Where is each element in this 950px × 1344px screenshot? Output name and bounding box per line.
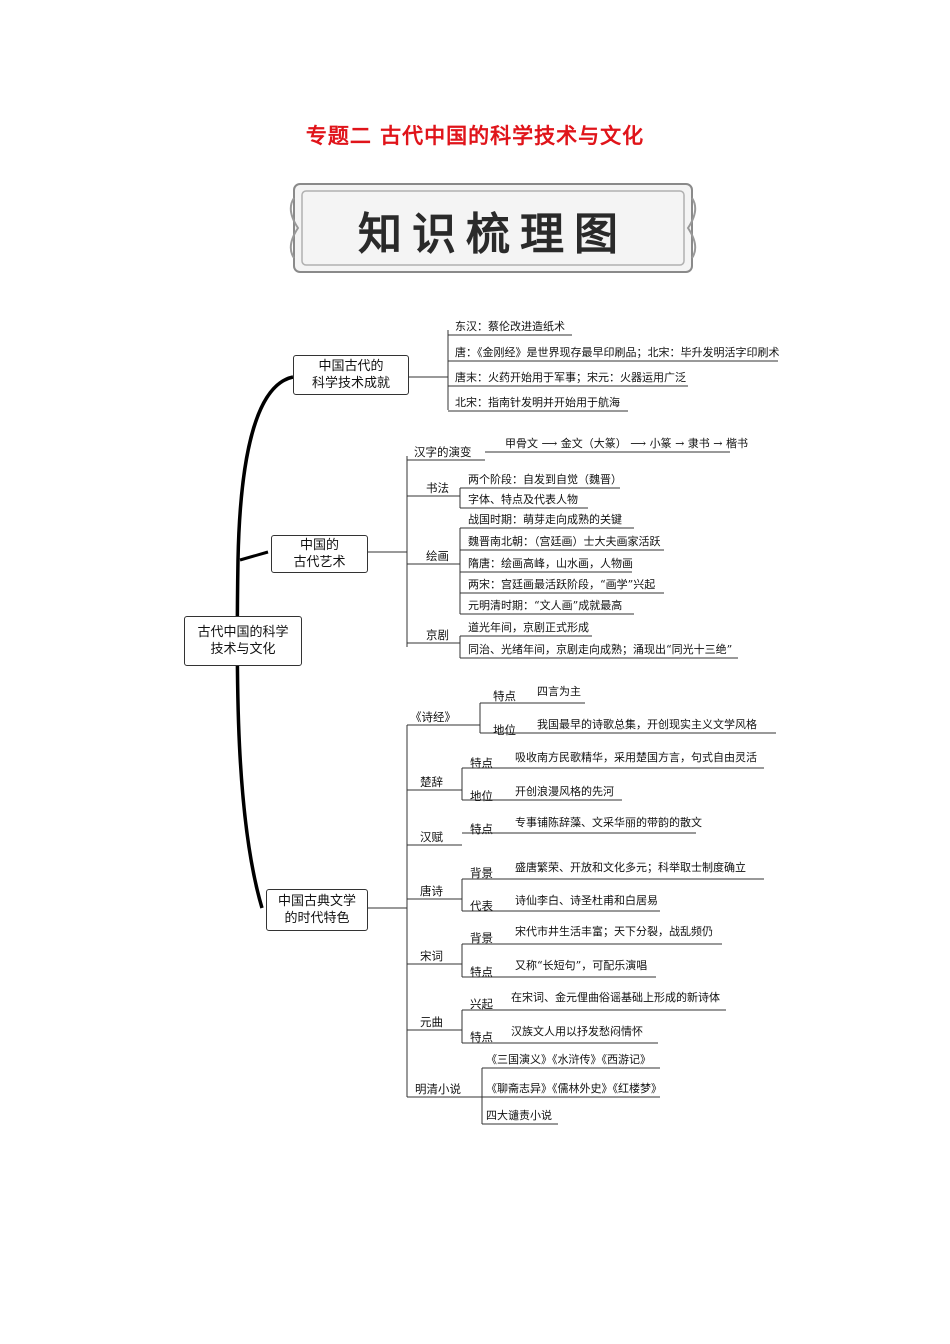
banner-title: 知识梳理图 [358, 209, 628, 260]
lit-category: 楚辞 [420, 775, 443, 789]
lit-detail: 汉族文人用以抒发愁闷情怀 [511, 1025, 643, 1038]
lit-detail: 我国最早的诗歌总集，开创现实主义文学风格 [537, 718, 757, 731]
lit-subcategory: 特点 [470, 822, 493, 836]
lit-detail: 专事铺陈辞藻、文采华丽的带韵的散文 [515, 816, 702, 829]
lit-detail: 在宋词、金元俚曲俗谣基础上形成的新诗体 [511, 991, 720, 1004]
jingju-item: 同治、光绪年间，京剧走向成熟；涌现出“同光十三绝” [468, 643, 733, 656]
lit-subcategory: 特点 [470, 756, 493, 770]
root-node: 古代中国的科学 技术与文化 [184, 616, 302, 666]
arrow-icon: ⟶ [630, 437, 647, 450]
lit-category: 《诗经》 [410, 710, 456, 724]
science-item: 东汉：蔡伦改进造纸术 [455, 320, 565, 333]
lit-subcategory: 地位 [470, 789, 493, 803]
lit-detail: 四言为主 [537, 685, 581, 698]
novel-item: 四大谴责小说 [486, 1109, 552, 1122]
art-node: 中国的 古代艺术 [271, 535, 368, 573]
lit-detail: 诗仙李白、诗圣杜甫和白居易 [515, 894, 658, 907]
hanzi-sequence: 甲骨文 ⟶ 金文（大篆） ⟶ 小篆 → 隶书 → 楷书 [505, 437, 748, 451]
art-category: 绘画 [426, 549, 449, 563]
lit-category: 明清小说 [415, 1082, 461, 1096]
lit-category: 唐诗 [420, 884, 443, 898]
lit-subcategory: 地位 [493, 723, 516, 737]
science-item: 唐末：火药开始用于军事；宋元：火器运用广泛 [455, 371, 686, 384]
lit-detail: 又称“长短句”，可配乐演唱 [515, 959, 648, 972]
art-category: 书法 [426, 481, 449, 495]
science-node: 中国古代的 科学技术成就 [293, 355, 409, 395]
page-title: 专题二 古代中国的科学技术与文化 [305, 123, 645, 148]
lit-node: 中国古典文学 的时代特色 [266, 889, 368, 931]
shufa-item: 字体、特点及代表人物 [468, 493, 578, 506]
hanzi-stage: 小篆 [649, 437, 672, 450]
hanzi-stage: 金文（大篆） [560, 437, 627, 450]
lit-detail: 盛唐繁荣、开放和文化多元；科举取士制度确立 [515, 861, 746, 874]
shufa-item: 两个阶段：自发到自觉（魏晋） [468, 473, 622, 486]
novel-item: 《聊斋志异》《儒林外史》《红楼梦》 [486, 1082, 662, 1095]
lit-subcategory: 特点 [470, 1030, 493, 1044]
lit-subcategory: 背景 [470, 931, 493, 945]
lit-detail: 开创浪漫风格的先河 [515, 785, 614, 798]
hanzi-stage: 甲骨文 [505, 437, 538, 450]
hanzi-stage: 隶书 [687, 437, 710, 450]
lit-category: 宋词 [420, 949, 443, 963]
lit-category: 汉赋 [420, 830, 443, 844]
novel-item: 《三国演义》《水浒传》《西游记》 [486, 1053, 651, 1066]
huihua-item: 魏晋南北朝：（宫廷画）士大夫画家活跃 [468, 535, 661, 548]
art-category: 京剧 [426, 628, 449, 642]
lit-category: 元曲 [420, 1015, 443, 1029]
lit-subcategory: 背景 [470, 866, 493, 880]
science-item: 唐：《金刚经》是世界现存最早印刷品；北宋：毕升发明活字印刷术 [455, 346, 780, 359]
lit-subcategory: 兴起 [470, 997, 493, 1011]
lit-subcategory: 代表 [470, 899, 493, 913]
arrow-icon: ⟶ [541, 437, 558, 450]
arrow-icon: → [675, 437, 685, 450]
lit-detail: 宋代市井生活丰富；天下分裂，战乱频仍 [515, 925, 713, 938]
arrow-icon: → [713, 437, 723, 450]
art-category: 汉字的演变 [414, 445, 472, 459]
huihua-item: 隋唐：绘画高峰，山水画，人物画 [468, 557, 633, 570]
jingju-item: 道光年间，京剧正式形成 [468, 621, 589, 634]
lit-subcategory: 特点 [470, 965, 493, 979]
hanzi-stage: 楷书 [726, 437, 748, 450]
science-item: 北宋：指南针发明并开始用于航海 [455, 396, 620, 409]
lit-subcategory: 特点 [493, 689, 516, 703]
huihua-item: 战国时期：萌芽走向成熟的关键 [468, 513, 622, 526]
banner-frame [289, 183, 697, 273]
huihua-item: 两宋：宫廷画最活跃阶段，“画学”兴起 [468, 578, 656, 591]
huihua-item: 元明清时期：“文人画”成就最高 [468, 599, 623, 612]
lit-detail: 吸收南方民歌精华，采用楚国方言，句式自由灵活 [515, 751, 757, 764]
